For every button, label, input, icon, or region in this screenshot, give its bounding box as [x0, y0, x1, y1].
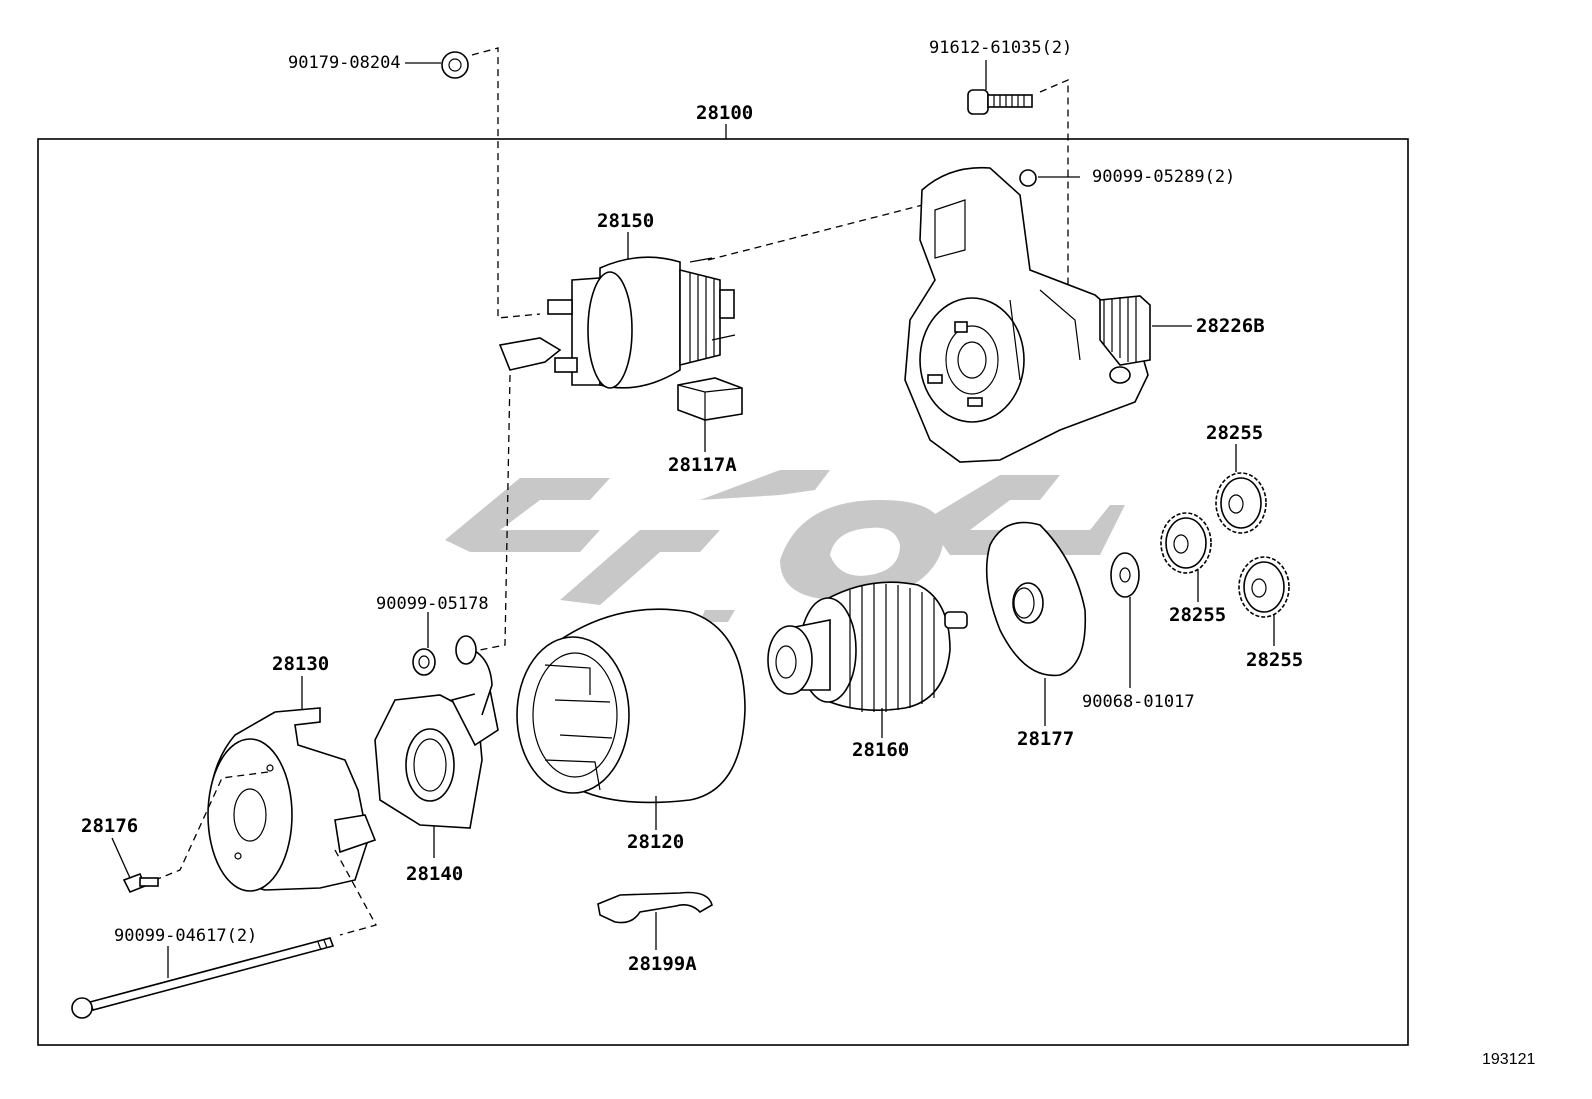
yoke-28120-icon	[516, 608, 746, 830]
label-28226b: 28226B	[1196, 315, 1265, 337]
label-28130: 28130	[272, 653, 329, 675]
label-28140: 28140	[406, 863, 463, 885]
armature-28160-icon	[767, 581, 968, 738]
label-28255-right: 28255	[1246, 649, 1303, 671]
label-28199a: 28199A	[628, 953, 697, 975]
label-28120: 28120	[627, 831, 684, 853]
solenoid-28150-icon	[479, 197, 951, 651]
part-labels: 90179-08204 91612-61035(2) 28100 90099-0…	[81, 38, 1535, 1068]
label-28255-mid: 28255	[1169, 604, 1226, 626]
wire-28199a-icon	[597, 891, 713, 950]
plate-28177-icon	[985, 521, 1087, 726]
label-28100: 28100	[696, 102, 753, 124]
label-28176: 28176	[81, 815, 138, 837]
label-28177: 28177	[1017, 728, 1074, 750]
brush-holder-28140-icon	[374, 635, 499, 858]
label-90099-04617: 90099-04617(2)	[114, 926, 257, 946]
label-28150: 28150	[597, 210, 654, 232]
label-90179-08204: 90179-08204	[288, 53, 401, 73]
label-90099-05178: 90099-05178	[376, 594, 489, 614]
label-28117a: 28117A	[668, 454, 737, 476]
planetary-gear-icon-b	[1160, 512, 1212, 602]
assembly-frame	[37, 138, 1409, 1046]
planetary-gear-icon-c	[1238, 556, 1290, 646]
label-28160: 28160	[852, 739, 909, 761]
label-90068-01017: 90068-01017	[1082, 692, 1195, 712]
contact-plate-28117a-icon	[677, 377, 743, 452]
figure-number: 193121	[1482, 1051, 1535, 1068]
washer-90068-icon	[1110, 552, 1140, 688]
label-90099-05289: 90099-05289(2)	[1092, 167, 1235, 187]
planetary-gear-icon-a	[1215, 444, 1267, 534]
screw-28176-icon	[111, 837, 159, 894]
commutator-end-frame-28130-icon	[149, 676, 377, 936]
label-91612-61035: 91612-61035(2)	[929, 38, 1072, 58]
bolt-91612-icon	[967, 60, 1111, 386]
label-28255-top: 28255	[1206, 422, 1263, 444]
nut-90099-05289-icon	[1019, 169, 1080, 187]
nut-90179-icon	[405, 47, 541, 319]
through-bolt-90099-04617-icon	[71, 937, 335, 1019]
watermark-logo	[445, 470, 1125, 622]
drive-housing-28226b-icon	[904, 166, 1192, 463]
nut-90099-05178-icon	[412, 612, 436, 676]
